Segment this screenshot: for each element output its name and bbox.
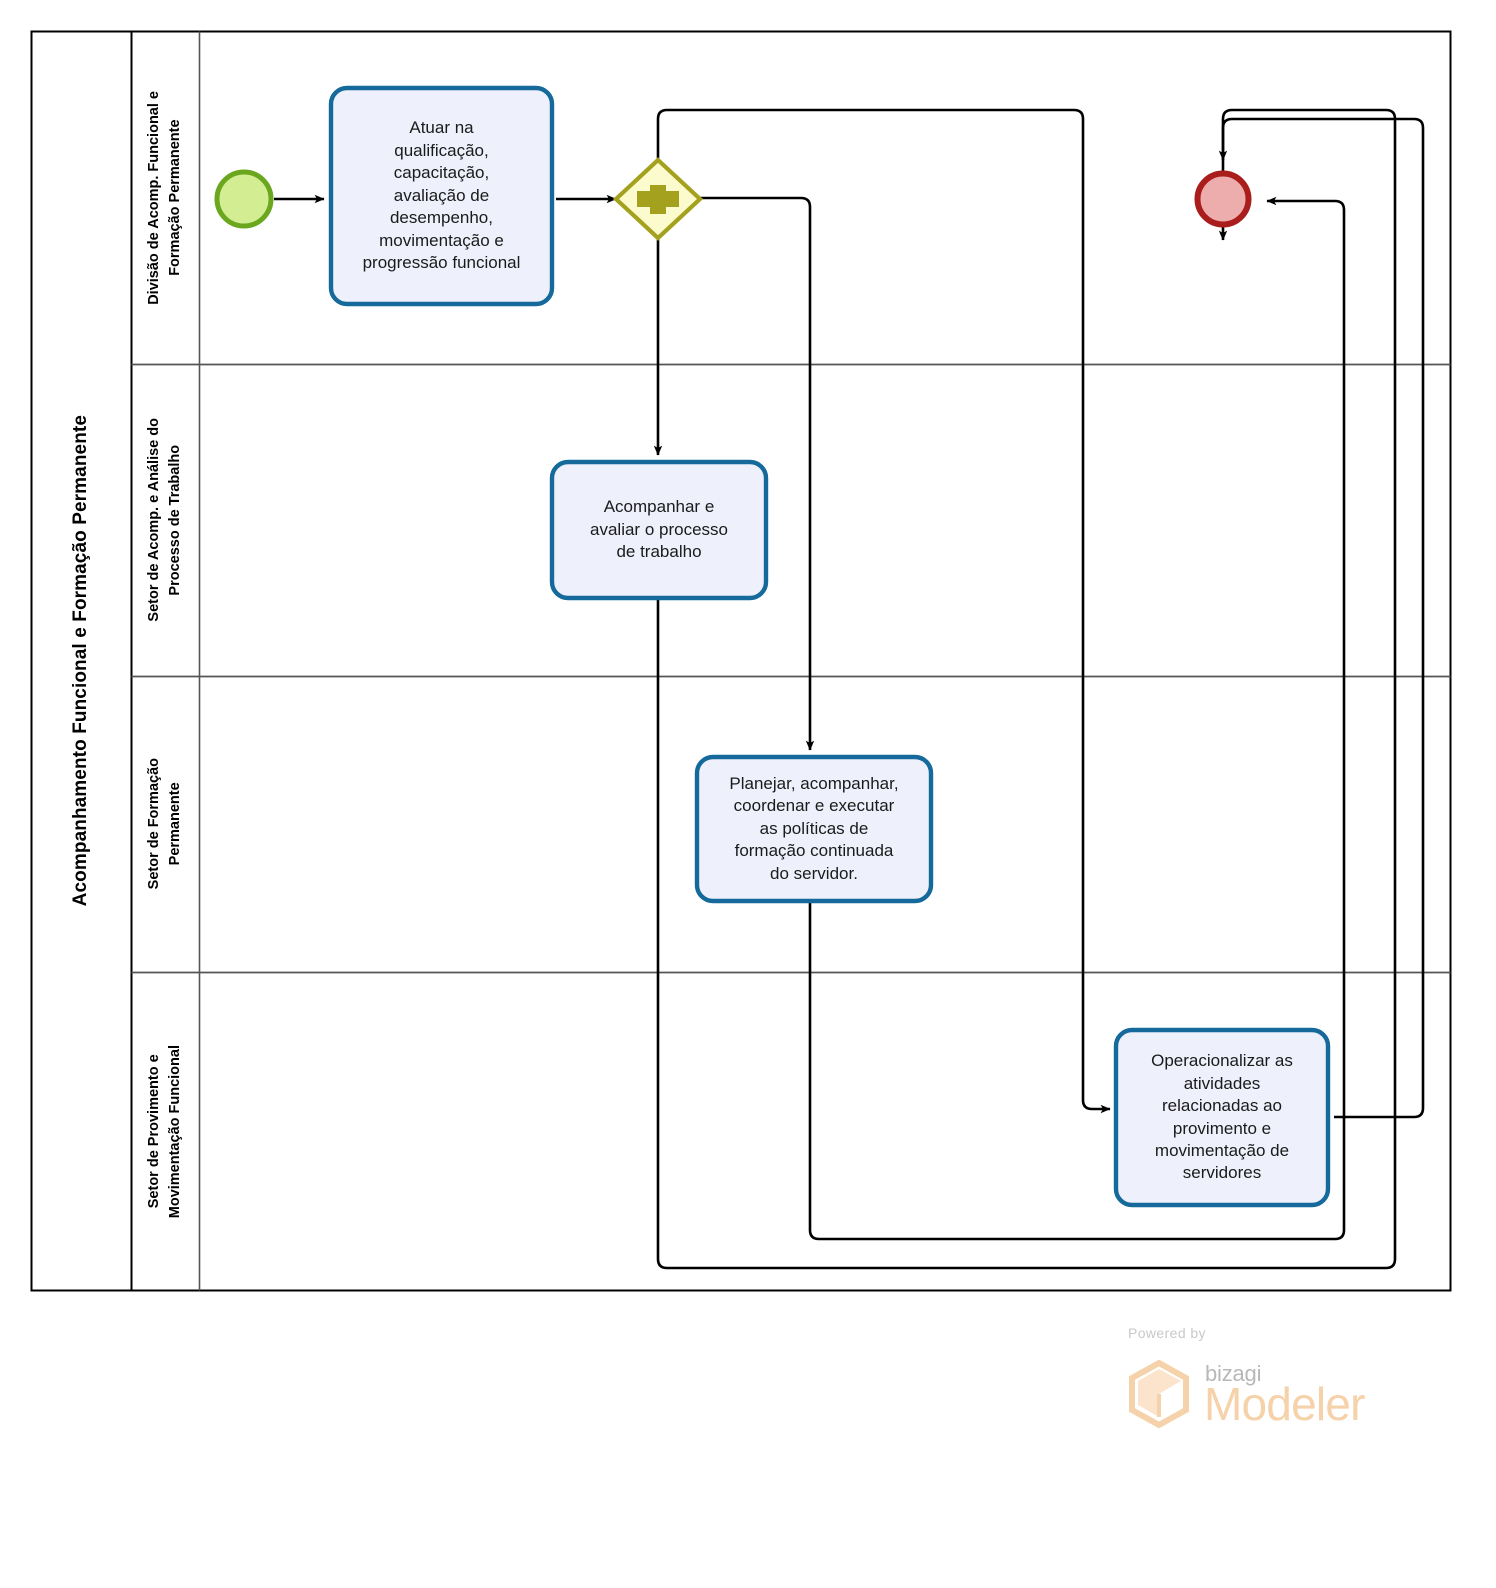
plus-icon [637, 185, 679, 214]
pool-title: Acompanhamento Funcional e Formação Perm… [31, 31, 131, 1291]
end-event[interactable] [1194, 170, 1252, 228]
flow-operacionalizar-to-end [1218, 117, 1425, 1119]
task-label-operacionalizar-provimento[interactable]: Operacionalizar as atividades relacionad… [1151, 1051, 1293, 1183]
lane-title-divisao: Divisão de Acomp. Funcional e Formação P… [131, 31, 199, 364]
task-label-planejar-politicas[interactable]: Planejar, acompanhar, coordenar e execut… [729, 773, 899, 883]
start-event[interactable] [214, 169, 274, 229]
flow-gateway-to-planejar [700, 196, 815, 751]
task-acompanhar-avaliar[interactable] [549, 459, 769, 601]
task-atuar-qualificacao[interactable] [328, 85, 555, 307]
parallel-gateway[interactable] [612, 157, 704, 241]
lane-label: Setor de Provimento e Movimentação Funci… [145, 1044, 183, 1219]
lane-title-formacao: Setor de Formação Permanente [131, 676, 199, 972]
lane-title-provimento: Setor de Provimento e Movimentação Funci… [131, 972, 199, 1291]
bizagi-hex-icon [1129, 1359, 1189, 1429]
lane-label: Divisão de Acomp. Funcional e Formação P… [145, 90, 183, 305]
powered-by-label: Powered by [1128, 1325, 1206, 1341]
task-operacionalizar-provimento[interactable] [1113, 1027, 1331, 1208]
flow-acompanhar-to-end [656, 108, 1397, 1270]
task-label-acompanhar-avaliar[interactable]: Acompanhar e avaliar o processo de traba… [590, 497, 728, 562]
flow-planejar-to-end [808, 196, 1346, 1241]
lane-label: Setor de Acomp. e Análise do Processo de… [145, 418, 183, 622]
lane-label: Setor de Formação Permanente [145, 758, 183, 890]
lane-title-analise: Setor de Acomp. e Análise do Processo de… [131, 364, 199, 676]
bizagi-branding: Powered by bizagi Modeler [1128, 1325, 1378, 1440]
modeler-wordmark: Modeler [1204, 1378, 1365, 1430]
bizagi-wordmark: bizagi [1205, 1361, 1262, 1386]
pool-title-label: Acompanhamento Funcional e Formação Perm… [70, 415, 91, 907]
task-label-atuar-qualificacao[interactable]: Atuar na qualificação, capacitação, aval… [362, 118, 521, 273]
flow-gateway-to-operacionalizar [656, 108, 1111, 1114]
task-planejar-politicas[interactable] [694, 754, 934, 904]
